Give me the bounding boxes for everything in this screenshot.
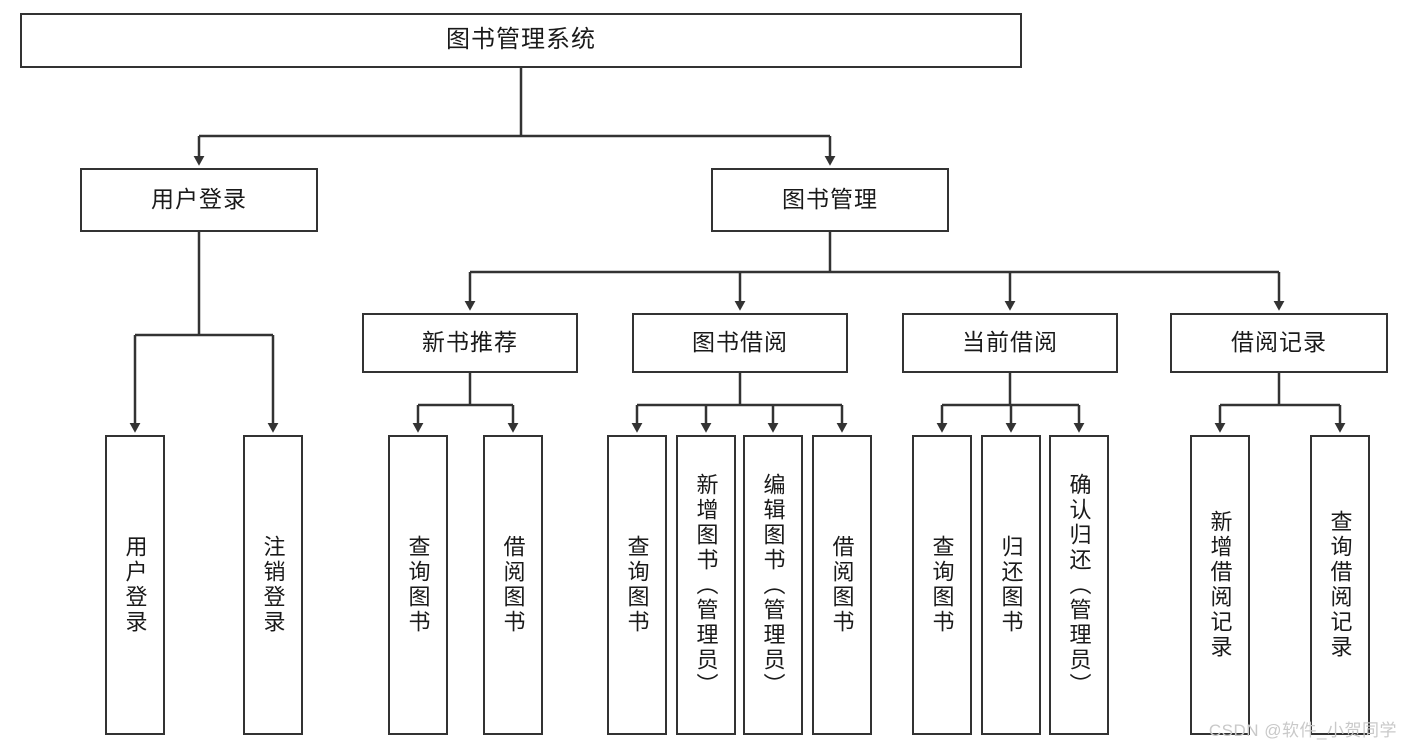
node-leaf-query-book-2[interactable]: 查询图书 bbox=[607, 435, 667, 735]
node-leaf-add-book[interactable]: 新增图书（管理员） bbox=[676, 435, 736, 735]
node-book-management[interactable]: 图书管理 bbox=[711, 168, 949, 232]
node-leaf-return-book[interactable]: 归还图书 bbox=[981, 435, 1041, 735]
node-label: 确认归还（管理员） bbox=[1066, 472, 1092, 698]
node-borrow-record[interactable]: 借阅记录 bbox=[1170, 313, 1388, 373]
node-leaf-user-login[interactable]: 用户登录 bbox=[105, 435, 165, 735]
node-leaf-borrow-book-2[interactable]: 借阅图书 bbox=[812, 435, 872, 735]
node-label: 当前借阅 bbox=[962, 329, 1058, 356]
node-label: 借阅图书 bbox=[829, 535, 855, 635]
node-label: 图书管理 bbox=[782, 186, 878, 213]
node-label: 用户登录 bbox=[122, 535, 148, 635]
node-label: 查询图书 bbox=[624, 535, 650, 635]
node-leaf-add-borrow-record[interactable]: 新增借阅记录 bbox=[1190, 435, 1250, 735]
node-label: 图书借阅 bbox=[692, 329, 788, 356]
node-root-book-management-system[interactable]: 图书管理系统 bbox=[20, 13, 1022, 68]
node-label: 归还图书 bbox=[998, 535, 1024, 635]
node-label: 编辑图书（管理员） bbox=[760, 472, 786, 698]
node-label: 借阅图书 bbox=[500, 535, 526, 635]
node-current-borrow[interactable]: 当前借阅 bbox=[902, 313, 1118, 373]
node-leaf-borrow-book-1[interactable]: 借阅图书 bbox=[483, 435, 543, 735]
node-label: 注销登录 bbox=[260, 535, 286, 635]
node-label: 图书管理系统 bbox=[446, 26, 596, 54]
node-label: 新增图书（管理员） bbox=[693, 472, 719, 698]
node-label: 查询图书 bbox=[405, 535, 431, 635]
node-label: 新书推荐 bbox=[422, 329, 518, 356]
node-leaf-confirm-return[interactable]: 确认归还（管理员） bbox=[1049, 435, 1109, 735]
node-label: 新增借阅记录 bbox=[1207, 510, 1233, 660]
node-book-borrow[interactable]: 图书借阅 bbox=[632, 313, 848, 373]
node-label: 用户登录 bbox=[151, 186, 247, 213]
csdn-watermark: CSDN @软件_小贺同学 bbox=[1208, 721, 1397, 740]
node-leaf-query-book-3[interactable]: 查询图书 bbox=[912, 435, 972, 735]
node-label: 查询借阅记录 bbox=[1327, 510, 1353, 660]
node-user-login[interactable]: 用户登录 bbox=[80, 168, 318, 232]
node-leaf-edit-book[interactable]: 编辑图书（管理员） bbox=[743, 435, 803, 735]
node-new-book-recommend[interactable]: 新书推荐 bbox=[362, 313, 578, 373]
node-leaf-logout[interactable]: 注销登录 bbox=[243, 435, 303, 735]
node-label: 借阅记录 bbox=[1231, 329, 1327, 356]
node-label: 查询图书 bbox=[929, 535, 955, 635]
node-leaf-query-book-1[interactable]: 查询图书 bbox=[388, 435, 448, 735]
node-leaf-query-borrow-record[interactable]: 查询借阅记录 bbox=[1310, 435, 1370, 735]
